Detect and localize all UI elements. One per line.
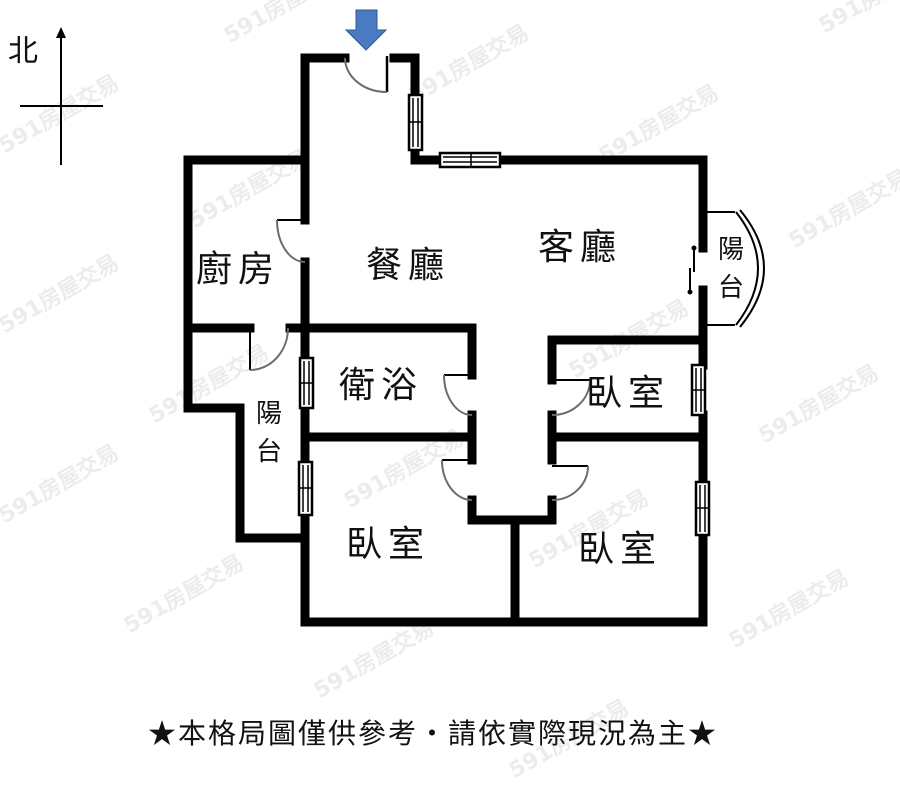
east-balcony-sliding-door [687, 245, 697, 295]
room-label-bedroom-sw: 臥室 [346, 524, 431, 565]
doors [249, 56, 697, 501]
balcony-west-char-1: 陽 [255, 399, 282, 429]
disclaimer-text: ★本格局圖僅供參考・請依實際現況為主★ [148, 717, 719, 750]
entrance-door [344, 56, 389, 93]
balcony-east-char-2: 台 [717, 272, 744, 303]
room-label-kitchen: 廚房 [196, 249, 281, 290]
bedroom-ne-door [551, 379, 591, 416]
room-label-bedroom-ne: 臥室 [586, 373, 671, 414]
balcony-east-char-1: 陽 [717, 235, 744, 265]
kitchen-door [276, 219, 306, 263]
window-bedroom-ne-east [690, 363, 707, 417]
window-bedroom-se-east [694, 480, 711, 537]
north-label: 北 [8, 34, 38, 69]
room-label-balcony-west: 陽 台 [254, 396, 284, 471]
window-bath-west [298, 356, 315, 410]
balcony-west-char-2: 台 [255, 436, 282, 467]
window-living-north [438, 151, 502, 169]
bedroom-sw-door [441, 459, 473, 501]
windows [297, 93, 711, 537]
room-label-balcony-east: 陽 台 [716, 232, 746, 307]
room-label-bathroom: 衛浴 [339, 365, 424, 406]
room-label-dining: 餐廳 [366, 245, 451, 286]
room-label-living: 客廳 [538, 227, 623, 268]
window-bedroom-sw-west [297, 460, 314, 517]
walls [183, 53, 765, 627]
entrance-arrow-icon [344, 9, 388, 51]
north-arrow-icon [20, 27, 103, 165]
west-balcony-door [249, 327, 289, 371]
bedroom-se-door [551, 465, 589, 501]
window-entry-east [407, 93, 424, 152]
room-label-bedroom-se: 臥室 [578, 529, 663, 570]
bathroom-door [443, 374, 473, 416]
